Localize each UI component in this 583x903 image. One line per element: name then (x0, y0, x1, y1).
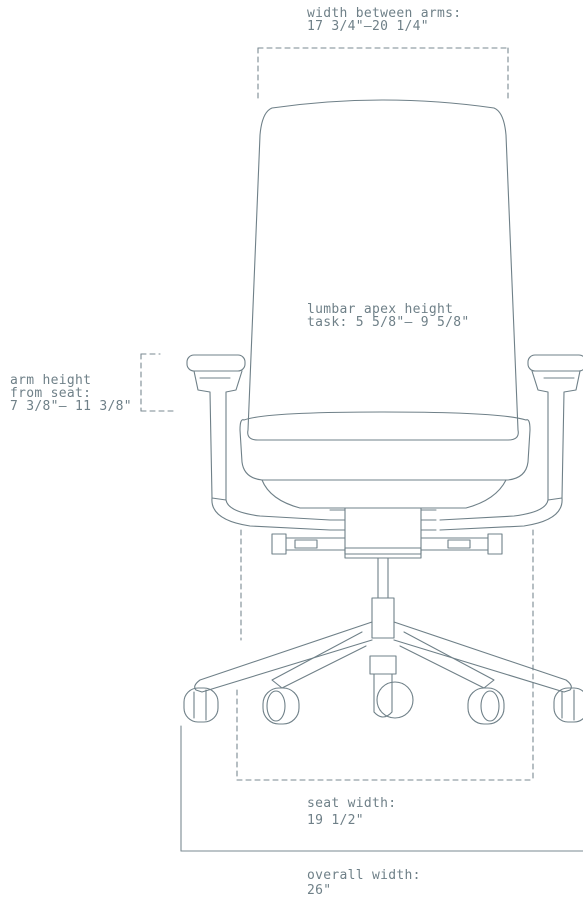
label-overall-width-line2: 26" (307, 883, 332, 898)
label-seat-width: seat width: 19 1/2" (307, 797, 396, 827)
label-seat-width-line1: seat width: (307, 796, 397, 811)
seat-mechanism (271, 507, 503, 559)
gas-cylinder (371, 557, 395, 639)
label-width-between-arms-line2: 17 3/4"–20 1/4" (307, 19, 429, 34)
label-arm-height: arm height from seat: 7 3/8"– 11 3/8" (10, 374, 132, 413)
caster-left-outer (183, 687, 219, 723)
label-arm-height-line3: 7 3/8"– 11 3/8" (10, 399, 132, 414)
label-overall-width-line1: overall width: (307, 868, 421, 883)
width-between-arms-bracket (257, 47, 509, 103)
arm-height-bracket (140, 353, 177, 412)
label-seat-width-line2: 19 1/2" (307, 813, 364, 828)
seat-cushion (239, 411, 531, 481)
label-width-between-arms: width between arms: 17 3/4"–20 1/4" (307, 7, 461, 33)
caster-center (376, 681, 414, 719)
caster-left-inner (262, 687, 300, 725)
label-lumbar-line2: task: 5 5/8"– 9 5/8" (307, 315, 470, 330)
caster-right-outer (553, 687, 583, 723)
seat-underside (261, 479, 507, 509)
label-overall-width: overall width: 26" (307, 869, 421, 897)
label-lumbar-apex-height: lumbar apex height task: 5 5/8"– 9 5/8" (307, 303, 470, 329)
backrest-outline (247, 99, 519, 441)
right-armrest (439, 354, 583, 531)
label-width-between-arms-line1: width between arms: (307, 6, 462, 21)
caster-right-inner (467, 687, 505, 725)
overall-width-bracket (180, 725, 583, 852)
left-armrest (186, 354, 331, 531)
star-base (194, 621, 572, 718)
label-arm-height-line1: arm height (10, 373, 92, 388)
seat-width-bracket (236, 529, 534, 781)
label-lumbar-line1: lumbar apex height (307, 302, 454, 317)
label-arm-height-line2: from seat: (10, 386, 92, 401)
